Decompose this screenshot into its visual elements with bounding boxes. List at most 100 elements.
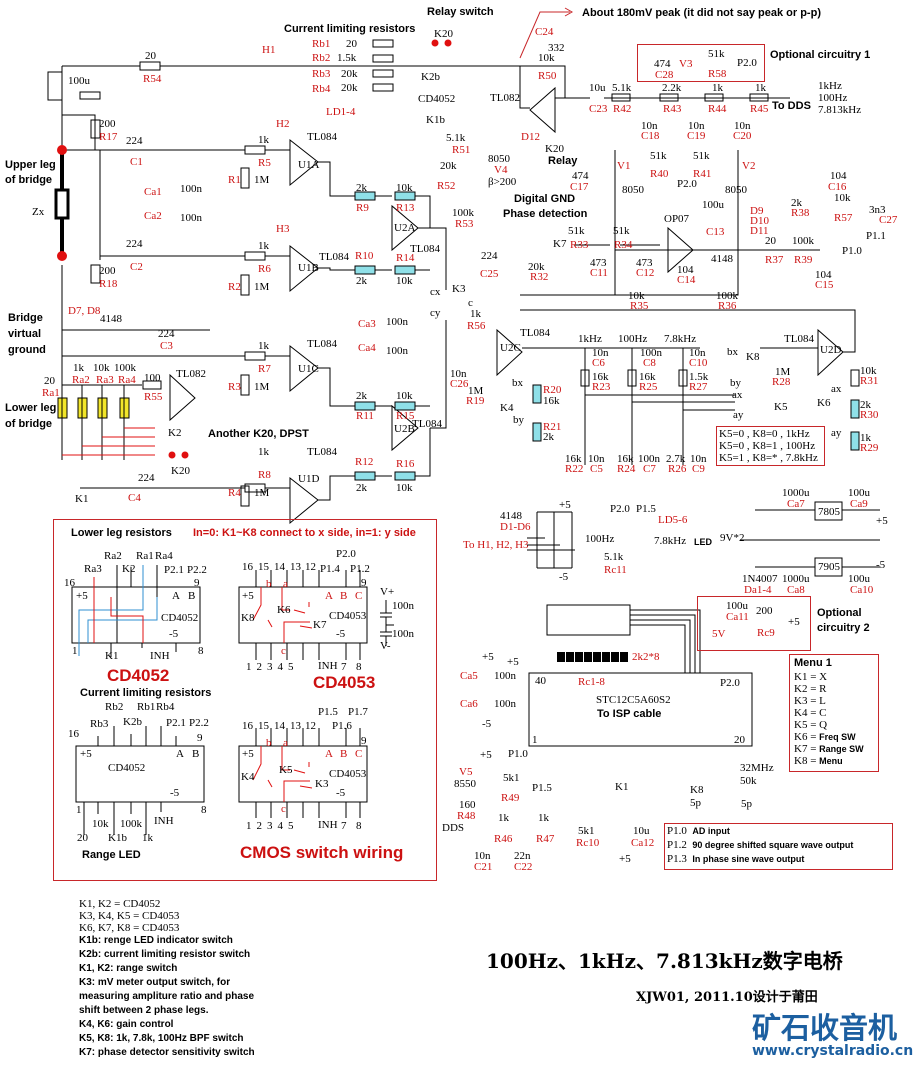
pin-row: P1.0 AD input (667, 825, 730, 837)
dds-label: DDS (442, 822, 465, 834)
r42-value: 5.1k (612, 82, 632, 94)
p10-label: P1.0 (842, 245, 862, 257)
supply-vplus: V+ (380, 586, 395, 598)
u2b-label: U2B (394, 423, 415, 435)
r15-ref: R15 (396, 410, 415, 422)
r20-value: 16k (543, 395, 560, 407)
c21-ref: C21 (474, 861, 493, 873)
k1b-label: K1b (426, 114, 445, 126)
ca9-ref: Ca9 (850, 498, 868, 510)
led-word: LED (694, 537, 712, 547)
cd4052a-b: B (188, 590, 196, 602)
cmos-wiring-caption: CMOS switch wiring (240, 843, 404, 862)
supply-vminus: V- (380, 640, 391, 652)
r11-ref: R11 (356, 410, 374, 422)
c8-value: 100n (640, 347, 662, 359)
r26-value: 2.7k (666, 453, 686, 465)
menu-item: K6 = Freq SW (794, 731, 856, 743)
menu-box (789, 654, 879, 772)
r17-ref: R17 (99, 131, 118, 143)
psu-out-pos: +5 (876, 515, 888, 527)
rb2-ref: Rb2 (312, 52, 331, 64)
r51-value: 5.1k (446, 132, 466, 144)
v1-value: 8050 (622, 184, 644, 196)
cd4053b-pin9: 9 (361, 735, 367, 747)
mcu-body (528, 672, 753, 747)
k3-label: K3 (452, 283, 466, 295)
r56-value: 1k (470, 308, 481, 320)
psu-input: 9V*2 (720, 532, 745, 544)
cd4053a-pin14: 14 (274, 561, 285, 573)
cd4053b-p16: P1.6 (332, 720, 352, 732)
ca6-value: 100n (494, 698, 516, 710)
ca12-value: 10u (633, 825, 650, 837)
c21-value: 10n (474, 850, 491, 862)
opt2-supply: +5 (788, 616, 800, 628)
cd4052a-k2: K2 (122, 563, 136, 575)
r27-ref: R27 (689, 381, 708, 393)
opamp-u1c (289, 344, 319, 393)
r50k-label: 50k (740, 775, 757, 787)
r4-ref: R4 (228, 487, 241, 499)
wire (62, 149, 290, 489)
cd4052a-pin8: 8 (198, 645, 204, 657)
cd4052a-ra1: Ra1 (136, 550, 154, 562)
cd4052b-rb3: Rb3 (90, 718, 109, 730)
r29-value: 1k (860, 432, 871, 444)
r34-value: 51k (613, 225, 630, 237)
current-limiting-title-box: Current limiting resistors (80, 687, 212, 699)
annotation-arrow (519, 7, 574, 59)
r45-ref: R45 (750, 103, 769, 115)
r43-value: 2.2k (662, 82, 682, 94)
r2-ref: R2 (228, 281, 241, 293)
red-wire (62, 427, 155, 456)
diagram-title: 100Hz、1kHz、7.813kHz数字电桥 (486, 949, 843, 973)
r19-ref: R19 (466, 395, 485, 407)
led-ref: LD5-6 (658, 514, 688, 526)
r2-value: 1M (254, 281, 270, 293)
protect-minus: -5 (559, 571, 569, 583)
r33-value: 51k (568, 225, 585, 237)
protect-diode-ref: D1-D6 (500, 521, 531, 533)
cd4052a-vminus: -5 (169, 628, 179, 640)
r26-ref: R26 (668, 463, 687, 475)
in-note: In=0: K1~K8 connect to x side, in=1: y s… (193, 527, 416, 539)
logo-url[interactable]: www.crystalradio.cn (752, 1043, 914, 1059)
u1d-label: U1D (298, 473, 320, 485)
psu-diode-ref: Da1-4 (744, 584, 772, 596)
rc10-value: 5k1 (578, 825, 595, 837)
rb1-value: 20 (346, 38, 357, 50)
another-k20-label: Another K20, DPST (208, 428, 309, 440)
c25-value: 224 (481, 250, 498, 262)
rb4-ref: Rb4 (312, 83, 331, 95)
to-dds-label: To DDS (772, 100, 811, 112)
cd4053a-caption: CD4053 (313, 673, 376, 692)
pin-table: P1.0 AD input P1.2 90 degree shifted squ… (667, 824, 853, 866)
wire (740, 509, 880, 568)
r50-value: 10k (538, 52, 555, 64)
r1-ref: R1 (228, 174, 241, 186)
c22-ref: C22 (514, 861, 533, 873)
mcu-isp: To ISP cable (597, 708, 662, 720)
mcu-p15: P1.5 (532, 782, 552, 794)
cd4053b-k5: K5 (279, 764, 293, 776)
r55-ref: R55 (144, 391, 163, 403)
cd4052b-pin8: 8 (201, 804, 207, 816)
r50-ref: R50 (538, 70, 557, 82)
k7-label: K7 (553, 238, 567, 250)
rc10-ref: Rc10 (576, 837, 600, 849)
protect-diode-value: 4148 (500, 510, 522, 522)
ca9-value: 100u (848, 487, 870, 499)
wire (520, 150, 820, 296)
u2a-label: U2A (394, 222, 416, 234)
r7-ref: R7 (258, 363, 271, 375)
note-line: K2b: current limiting resistor switch (79, 949, 251, 960)
cd4052a-caption: CD4052 (107, 666, 170, 685)
r13-value: 10k (396, 182, 413, 194)
cd4053a-pin9: 9 (361, 577, 367, 589)
ca7-value: 1000u (782, 487, 810, 499)
v1-ref: V1 (617, 160, 631, 172)
k6-ay: ay (831, 427, 842, 439)
